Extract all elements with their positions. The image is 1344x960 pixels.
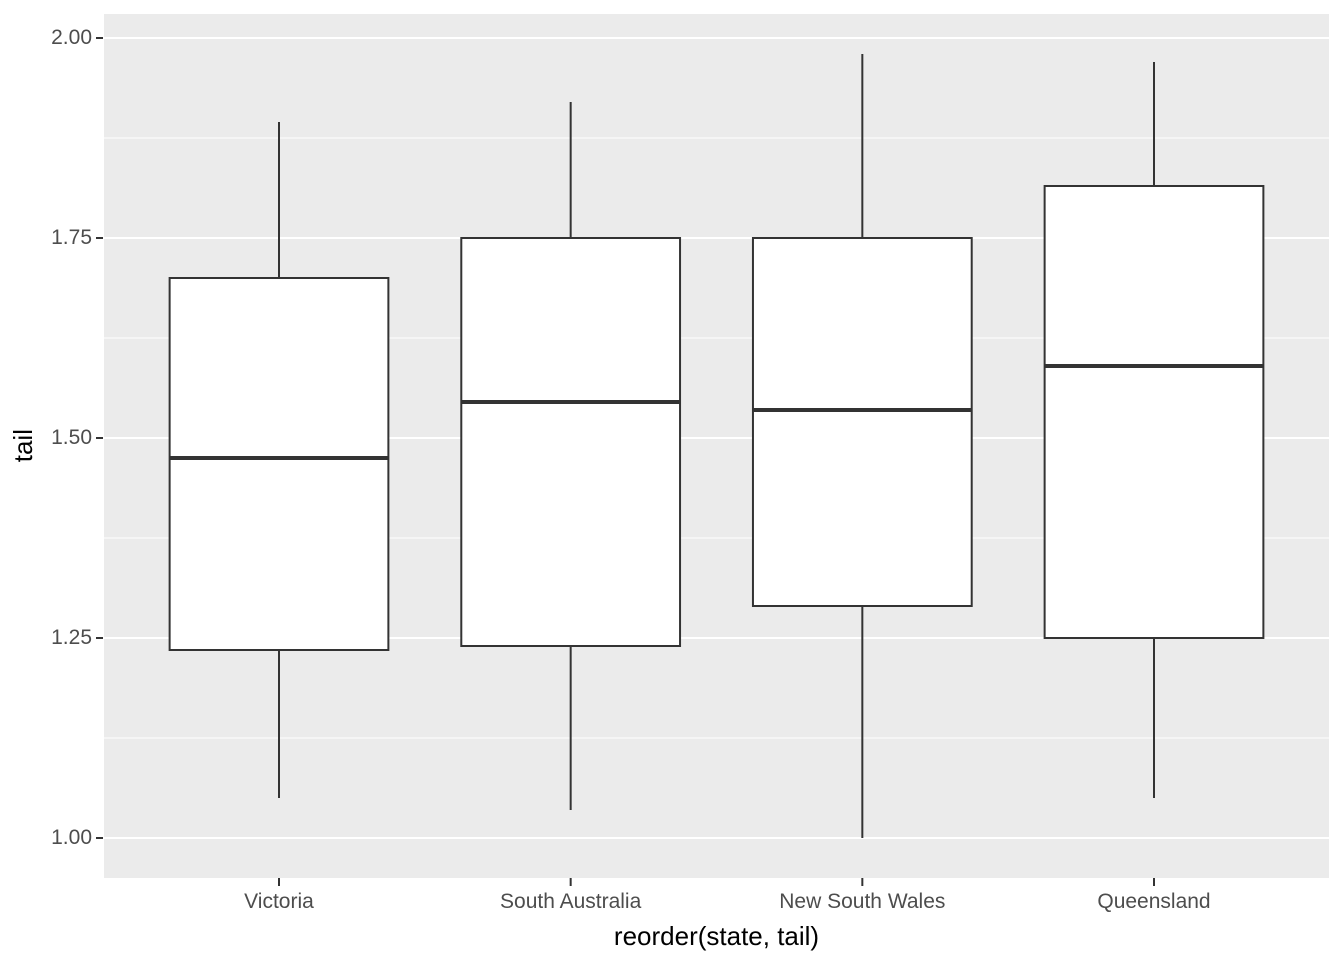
y-axis-title-area: tail [0,14,46,878]
x-axis-title: reorder(state, tail) [613,921,820,951]
box-queensland [1043,185,1265,639]
box-victoria [168,277,390,651]
box-south-australia [460,237,682,647]
box-new-south-wales [751,237,973,607]
y-axis-title: tail [7,429,38,463]
